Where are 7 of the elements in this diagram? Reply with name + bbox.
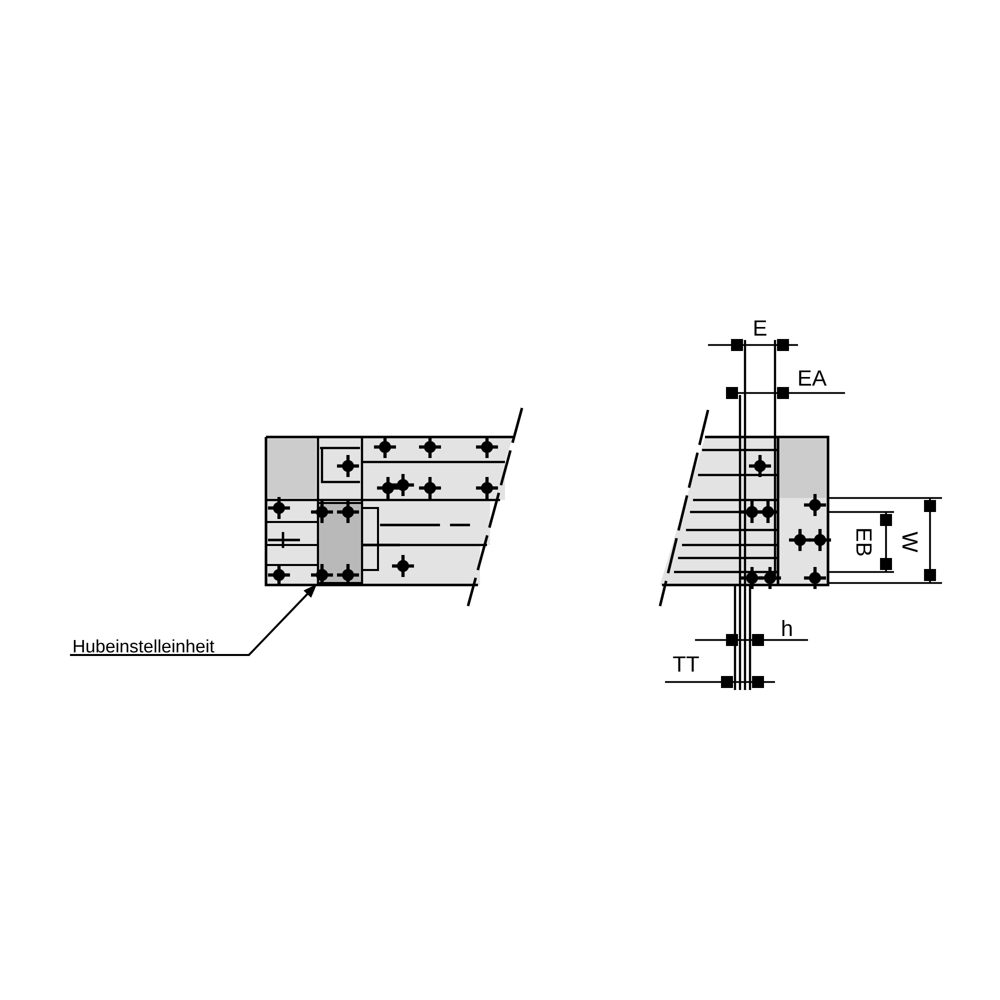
dimension-label: TT: [670, 654, 702, 674]
dimension-label: h: [778, 618, 796, 638]
dimension-label: EA: [795, 368, 829, 388]
dimension-label: EB: [854, 525, 874, 559]
dimension-label: E: [750, 318, 770, 338]
callout-text: Hubeinstelleinheit: [74, 639, 214, 653]
dimension-label: W: [900, 530, 920, 554]
